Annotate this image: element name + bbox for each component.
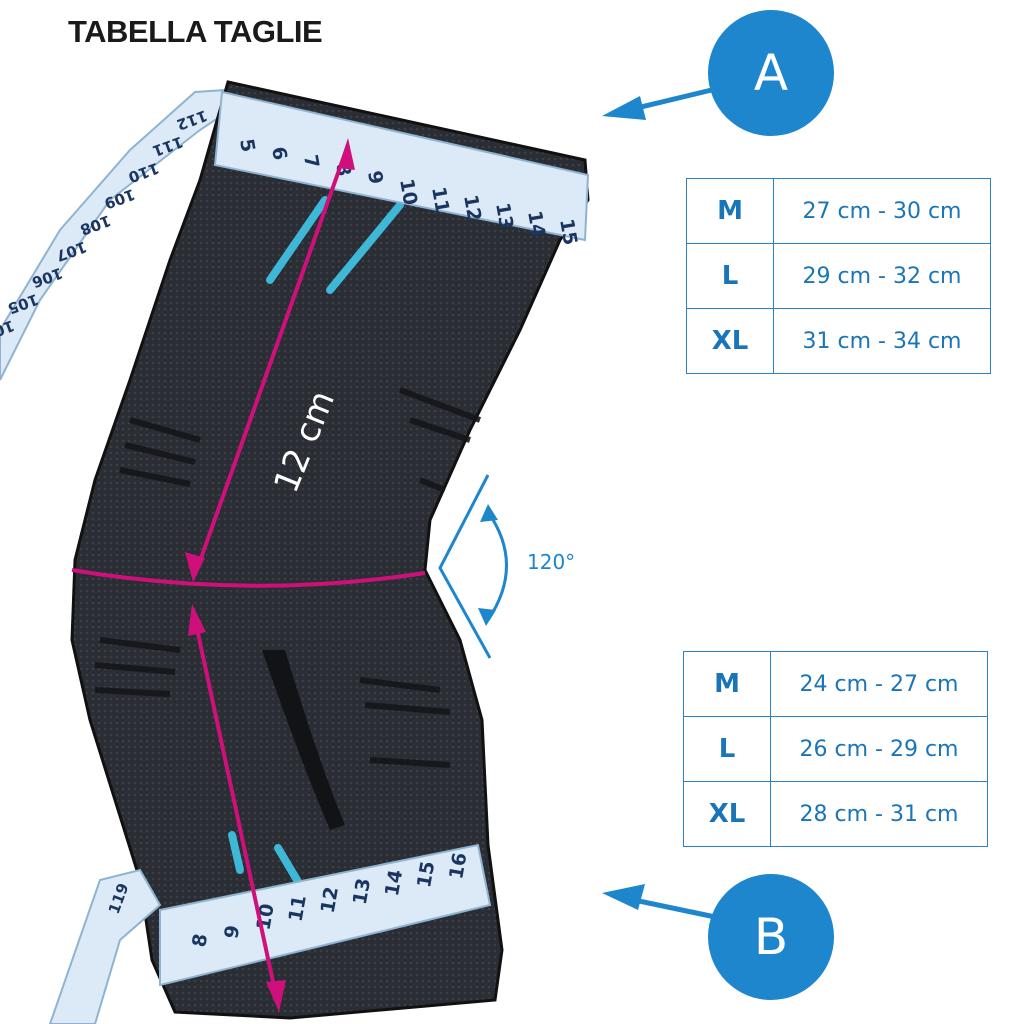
range-cell: 28 cm - 31 cm [770, 781, 988, 847]
arrow-a [602, 85, 721, 120]
size-cell: XL [686, 308, 774, 374]
tape-number: 15 [413, 859, 439, 889]
tape-number: 10 [395, 177, 421, 207]
range-cell: 24 cm - 27 cm [770, 651, 988, 717]
size-cell: XL [683, 781, 771, 847]
range-cell: 26 cm - 29 cm [770, 716, 988, 782]
range-cell: 29 cm - 32 cm [773, 243, 991, 309]
tape-number: 14 [381, 868, 407, 898]
tape-number: 11 [427, 185, 453, 215]
angle-arrow-down [478, 608, 496, 626]
tape-number: 12 [459, 193, 485, 223]
angle-indicator [438, 474, 508, 659]
table-row: L 26 cm - 29 cm [683, 716, 988, 782]
arrow-b [602, 884, 721, 921]
tape-number: 6 [267, 145, 291, 162]
size-table-a: M 27 cm - 30 cm L 29 cm - 32 cm XL 31 cm… [686, 178, 991, 374]
range-cell: 31 cm - 34 cm [773, 308, 991, 374]
tape-tail-bottom: 119 [48, 868, 162, 1024]
tape-number: 7 [299, 153, 323, 170]
angle-label: 120° [527, 550, 575, 574]
size-cell: L [683, 716, 771, 782]
measurement-lines [71, 138, 426, 1012]
size-cell: M [686, 178, 774, 244]
size-table-b: M 24 cm - 27 cm L 26 cm - 29 cm XL 28 cm… [683, 651, 988, 847]
badge-b: B [708, 874, 834, 1000]
tape-number: 15 [555, 217, 581, 247]
table-row: L 29 cm - 32 cm [686, 243, 991, 309]
tape-number: 5 [235, 137, 259, 154]
tape-number: 9 [363, 169, 387, 186]
tape-number: 11 [285, 893, 311, 923]
badge-a: A [708, 10, 834, 136]
table-row: XL 31 cm - 34 cm [686, 308, 991, 374]
tape-number: 9 [220, 924, 244, 941]
tape-number: 13 [349, 876, 375, 906]
table-row: M 27 cm - 30 cm [686, 178, 991, 244]
tape-number: 8 [188, 932, 212, 949]
range-cell: 27 cm - 30 cm [773, 178, 991, 244]
knee-sleeve [70, 80, 590, 1020]
tape-number: 16 [445, 851, 471, 881]
tape-number: 13 [491, 201, 517, 231]
tape-number: 12 [317, 885, 343, 915]
table-row: M 24 cm - 27 cm [683, 651, 988, 717]
size-cell: M [683, 651, 771, 717]
angle-arrow-up [480, 504, 498, 522]
size-cell: L [686, 243, 774, 309]
table-row: XL 28 cm - 31 cm [683, 781, 988, 847]
tape-number: 14 [523, 209, 549, 239]
page-title: TABELLA TAGLIE [68, 14, 323, 49]
